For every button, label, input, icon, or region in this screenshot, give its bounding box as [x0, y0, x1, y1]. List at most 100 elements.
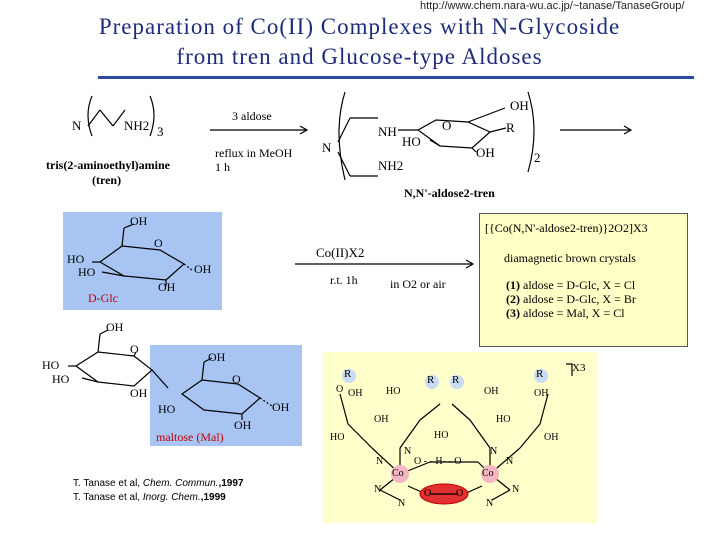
product-description: diamagnetic brown crystals	[504, 251, 636, 265]
product-formula: [{Co(N,N'-aldose2-tren)}2O2]X3	[485, 221, 648, 235]
ligand-bond	[337, 117, 351, 143]
variant-3-text: aldose = Mal, X = Cl	[523, 306, 625, 320]
step2-reagent: Co(II)X2	[316, 245, 365, 260]
variant-2-text: aldose = D-Glc, X = Br	[523, 292, 636, 306]
mal-ring-o: O	[232, 372, 241, 386]
step2-atmosphere: in O2 or air	[390, 277, 446, 291]
tren-name: tris(2-aminoethyl)amine	[46, 158, 170, 172]
mal-name: maltose (Mal)	[156, 430, 224, 444]
r-highlight	[450, 375, 464, 389]
ref-2-year: ,1999	[200, 492, 226, 503]
cplx-x3: X3	[572, 362, 586, 374]
cplx-o: O	[336, 384, 344, 395]
cplx-bond	[347, 423, 373, 449]
glucose-box	[63, 212, 222, 310]
r-highlight	[425, 375, 439, 389]
cplx-n: N	[490, 446, 498, 457]
arrow-continue-head	[623, 125, 633, 135]
cplx-ho: HO	[386, 386, 401, 397]
tren-bond	[87, 109, 101, 127]
ligand-bracket-right	[527, 91, 535, 173]
cplx-ho: HO	[496, 414, 511, 425]
mal-ho-3: HO	[158, 402, 176, 416]
cplx-bond	[469, 419, 491, 449]
glc-ho-2: HO	[78, 265, 96, 279]
cplx-r-4: R	[536, 368, 544, 380]
reference-2: T. Tanase et al, Inorg. Chem.,1999	[73, 492, 226, 503]
ligand-nh2: NH2	[378, 158, 404, 173]
mal-o-link: O	[130, 342, 139, 356]
cplx-r-2: R	[427, 374, 435, 386]
ligand-r: R	[506, 120, 515, 135]
mal-ho-1: HO	[42, 358, 60, 372]
ligand-bond	[429, 139, 441, 147]
title-line-2: from tren and Glucose-type Aldoses	[176, 44, 543, 69]
ligand-bond	[489, 127, 507, 133]
tren-nh2: NH2	[124, 118, 150, 133]
title-rule	[98, 76, 694, 79]
ref-2-authors: T. Tanase et al,	[73, 492, 143, 503]
ligand-bond	[471, 147, 477, 153]
cplx-peroxo-o1: O	[424, 488, 432, 499]
cplx-oh: OH	[374, 414, 389, 425]
ligand-ring-o: O	[442, 118, 452, 133]
cplx-n: N	[374, 484, 382, 495]
glc-oh-bottom: OH	[158, 280, 176, 294]
product-box	[479, 213, 688, 347]
ligand-sugar-ring	[416, 119, 492, 149]
co-highlight	[481, 465, 499, 483]
cplx-peroxo-o2: O	[456, 488, 464, 499]
cplx-oh: OH	[484, 386, 499, 397]
mal-bond	[259, 397, 273, 407]
cplx-co-1: Co	[392, 468, 404, 479]
cplx-bond	[491, 489, 511, 501]
ligand-bracket-left	[338, 91, 346, 181]
mal-bond	[133, 351, 137, 357]
cplx-n: N	[512, 484, 520, 495]
glc-name: D-Glc	[88, 291, 118, 305]
cplx-bond	[451, 403, 471, 421]
mal-ho-2: HO	[52, 372, 70, 386]
glc-ho-1: HO	[67, 252, 85, 266]
mal-bond	[99, 329, 109, 335]
glc-oh-right: OH	[194, 262, 212, 276]
tren-n: N	[72, 118, 82, 133]
cplx-co-2: Co	[482, 468, 494, 479]
tren-bond	[99, 109, 114, 127]
co-highlight	[391, 465, 409, 483]
source-url: http://www.chem.nara-wu.ac.jp/~tanase/Ta…	[420, 0, 685, 12]
cplx-bond	[379, 489, 401, 501]
ligand-name: N,N'-aldose2-tren	[404, 186, 495, 200]
cplx-oh: OH	[348, 388, 363, 399]
ligand-nh: NH	[378, 124, 397, 139]
cplx-oh: OH	[534, 388, 549, 399]
cplx-n: N	[376, 456, 384, 467]
arrow-step-2-head	[465, 259, 475, 269]
cplx-bond	[519, 423, 541, 449]
variant-1-text: aldose = D-Glc, X = Cl	[523, 278, 636, 292]
variant-3-num: (3)	[506, 306, 520, 320]
cplx-bond	[399, 419, 421, 449]
glc-bond	[101, 271, 125, 277]
ligand-n: N	[322, 140, 332, 155]
mal-bond	[81, 377, 99, 383]
step2-condition: r.t. 1h	[330, 273, 358, 287]
reference-1: T. Tanase et al, Chem. Commun.,1997	[73, 478, 243, 489]
ref-2-journal: Inorg. Chem.	[142, 492, 201, 503]
ref-1-authors: T. Tanase et al,	[73, 478, 143, 489]
cplx-bond	[339, 393, 349, 425]
ligand-ho: HO	[402, 134, 421, 149]
maltose-box	[150, 345, 302, 446]
cplx-bond	[419, 403, 441, 421]
mal-oh-right: OH	[272, 400, 290, 414]
mal-bond	[151, 369, 169, 389]
cplx-n: N	[398, 498, 406, 509]
mal-oh-top-left: OH	[106, 320, 124, 334]
mal-ring-1	[74, 351, 153, 387]
cplx-oh: OH	[544, 432, 559, 443]
cplx-n: N	[404, 446, 412, 457]
cplx-r-3: R	[452, 374, 460, 386]
cplx-n: N	[486, 498, 494, 509]
arrow-step-1-head	[299, 125, 309, 135]
mal-oh-top-right: OH	[208, 350, 226, 364]
